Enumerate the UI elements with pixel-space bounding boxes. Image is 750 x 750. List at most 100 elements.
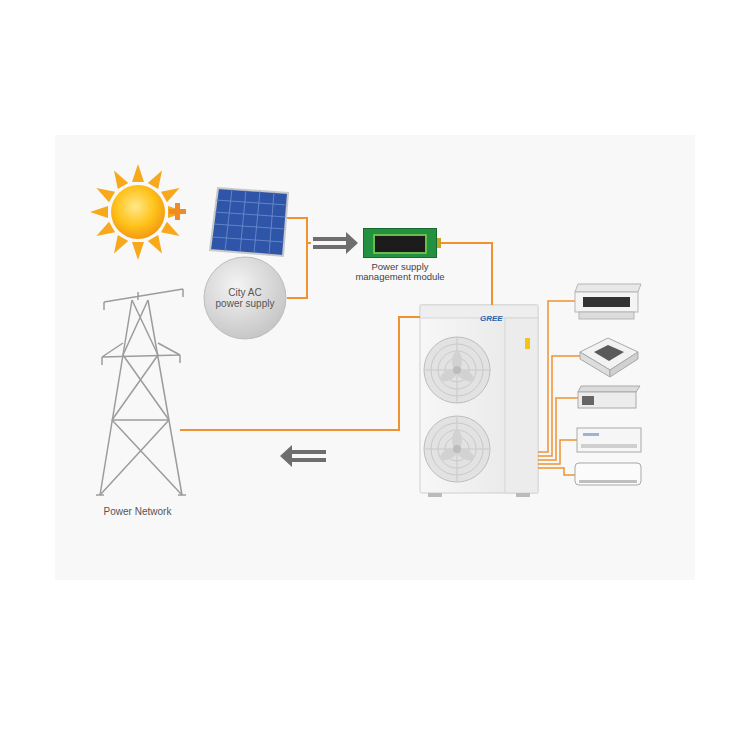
sun-icon: [132, 164, 144, 182]
outdoor-unit: [420, 305, 538, 497]
sun-icon: [148, 167, 167, 189]
duct-unit: [582, 396, 594, 405]
cassette-slim-unit: [583, 297, 630, 307]
outdoor-unit: [454, 366, 476, 385]
solar-wire: [287, 218, 307, 243]
outdoor-unit: [428, 493, 442, 497]
cassette-slim-unit: [575, 292, 638, 312]
power-connector: [287, 232, 358, 298]
solar-panel: [210, 188, 288, 256]
node-label: Power Network: [70, 506, 205, 517]
outdoor-unit: [453, 445, 461, 453]
power-tower: [100, 420, 182, 495]
sun-icon: [109, 167, 128, 189]
plus-sign: [175, 203, 180, 220]
sun-icon: [111, 185, 165, 239]
wall-mounted-unit: [575, 463, 641, 485]
cassette-slim-unit: [575, 284, 641, 319]
module-display: [373, 234, 427, 254]
outdoor-unit: [424, 337, 490, 482]
flow-arrow: [313, 232, 358, 254]
floor-ceiling-unit: [577, 428, 641, 452]
floor-ceiling-unit: [577, 428, 641, 452]
outdoor-unit: [438, 366, 460, 385]
cassette-4way-unit: [580, 338, 638, 377]
cassette-4way-unit: [610, 352, 638, 377]
outdoor-unit: [525, 338, 530, 349]
solar-panel: [254, 191, 260, 253]
solar-panel: [240, 190, 246, 252]
power-tower: [104, 289, 183, 302]
sun-icon: [93, 183, 115, 202]
power-tower: [102, 289, 183, 365]
sun-icon: [132, 242, 144, 260]
background-panel: [55, 135, 695, 580]
cassette-4way-unit: [580, 338, 638, 370]
duct-unit: [578, 386, 640, 392]
wall-mounted-unit: [579, 480, 637, 483]
cassette-4way-unit: [580, 352, 610, 377]
outdoor-unit: [438, 351, 476, 463]
wall-mounted-unit: [575, 463, 641, 485]
power-tower: [100, 300, 182, 495]
power-source-circle: City AC power supply: [203, 256, 287, 340]
solar-panel: [212, 189, 287, 255]
solar-panel: [215, 212, 286, 217]
solar-panel: [269, 192, 274, 255]
sun-icon: [90, 206, 108, 218]
power-connector: [437, 243, 492, 305]
connector-line: [437, 243, 492, 305]
outdoor-unit: [420, 305, 538, 493]
sun-icon: [93, 222, 115, 241]
power-tower: [123, 300, 158, 355]
cassette-slim-unit: [579, 312, 634, 319]
indoor-wires: [538, 440, 577, 464]
outdoor-unit: [424, 337, 490, 482]
outdoor-unit: [505, 318, 538, 493]
connector-line: [287, 243, 311, 298]
sun-icon: [161, 222, 183, 241]
power-network-tower: Power Network: [95, 285, 180, 500]
circle-outline: [204, 257, 286, 339]
cassette-slim-unit: [575, 284, 641, 292]
indoor-wires: [538, 398, 578, 460]
solar-panel: [225, 189, 232, 251]
power-tower: [96, 494, 186, 496]
indoor-wires: [538, 301, 580, 475]
node-label: City AC power supply: [214, 287, 276, 310]
flow-arrow: [280, 445, 326, 467]
management-module: Power supply management module: [363, 228, 437, 258]
brand-logo: GREE: [480, 314, 503, 323]
sun-icon: [148, 235, 167, 257]
node-label: Power supply management module: [351, 262, 449, 283]
outdoor-unit: [438, 445, 460, 464]
outdoor-unit: [453, 366, 461, 374]
solar-panel: [214, 224, 285, 229]
outdoor-unit: [516, 493, 530, 497]
sun-icon: [90, 164, 186, 260]
solar-panel: [212, 237, 284, 242]
floor-ceiling-unit: [583, 433, 599, 436]
module-connector: [437, 238, 441, 248]
connector-line: [180, 317, 420, 430]
cassette-4way-unit: [594, 345, 624, 361]
power-connector: [180, 317, 420, 467]
duct-unit: [578, 386, 640, 408]
sun-icon: [161, 183, 183, 202]
power-tower: [102, 343, 180, 357]
solar-panel: [216, 200, 287, 205]
outdoor-unit: [424, 337, 490, 482]
sun-icon: [109, 235, 128, 257]
outdoor-unit-box: GREE: [420, 305, 538, 495]
outdoor-unit: [454, 445, 476, 464]
indoor-wires: [538, 356, 580, 456]
solar-panel: [210, 188, 288, 256]
duct-unit: [578, 392, 636, 408]
power-tower: [96, 289, 186, 495]
indoor-wires: [538, 468, 575, 475]
power-tower: [112, 355, 169, 420]
outdoor-unit: [420, 305, 538, 318]
floor-ceiling-unit: [581, 444, 637, 448]
